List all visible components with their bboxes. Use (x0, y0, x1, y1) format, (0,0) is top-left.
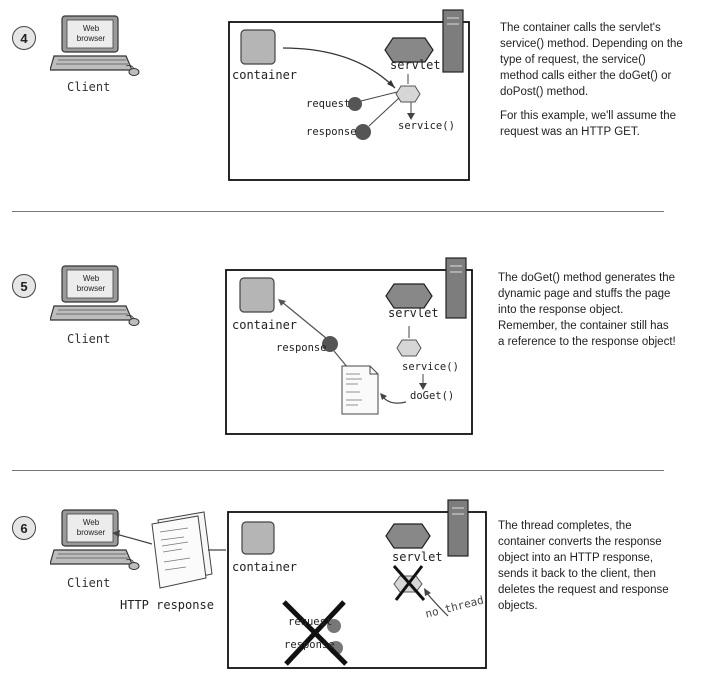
response-label: response (306, 126, 357, 138)
thread-icon (395, 85, 421, 103)
step-6-diagram (227, 499, 487, 669)
step-6-description: The thread completes, the container conv… (498, 518, 676, 622)
description-paragraph: For this example, we'll assume the reque… (500, 110, 677, 138)
request-object (327, 619, 341, 633)
servlet-label: servlet (392, 550, 443, 564)
client-label: Client (67, 80, 111, 94)
description-paragraph: The doGet() method generates the dynamic… (498, 272, 676, 348)
server-tower-icon (445, 257, 467, 319)
step-number: 6 (12, 516, 36, 540)
servlet-icon (385, 283, 433, 309)
cross-out-mark (394, 565, 424, 601)
cross-out-mark (284, 600, 346, 666)
step-number: 5 (12, 274, 36, 298)
step-number: 4 (12, 26, 36, 50)
description-paragraph: The container calls the servlet's servic… (500, 22, 683, 98)
browser-label: Web browser (76, 24, 106, 43)
client-label: Client (67, 332, 111, 346)
browser-label: Web browser (76, 518, 106, 537)
step-5-diagram (225, 257, 473, 435)
container-label: container (232, 318, 298, 332)
container-label: container (232, 68, 298, 82)
divider (12, 211, 664, 212)
server-tower-icon (447, 499, 469, 557)
html-page-icon (341, 365, 379, 415)
response-object (355, 124, 371, 140)
step-4-panel: 4 Web browser Client (0, 0, 714, 205)
response-label: response (284, 639, 335, 651)
service-method-label: service() (398, 120, 455, 132)
thread-icon (396, 339, 422, 357)
client-label: Client (67, 576, 111, 590)
service-method-label: service() (402, 361, 459, 373)
http-response-document-icon (112, 511, 226, 589)
servlet-icon (384, 37, 434, 63)
client-computer-icon (50, 265, 140, 326)
step-5-panel: 5 Web browser Client (0, 240, 714, 440)
doget-method-label: doGet() (410, 390, 455, 402)
call-arrow (282, 47, 396, 89)
servlet-label: servlet (390, 58, 441, 72)
step-4-description: The container calls the servlet's servic… (500, 20, 685, 148)
client-computer-icon (50, 509, 140, 570)
servlet-label: servlet (388, 306, 439, 320)
request-label: request (306, 98, 351, 110)
response-object (322, 336, 338, 352)
step-5-description: The doGet() method generates the dynamic… (498, 270, 676, 358)
description-paragraph: The thread completes, the container conv… (498, 520, 669, 612)
response-label: response (276, 342, 327, 354)
container-label: container (232, 560, 298, 574)
container-icon (241, 521, 275, 555)
server-tower-icon (442, 9, 464, 73)
request-object (348, 97, 362, 111)
request-label: request (288, 616, 333, 628)
http-response-label: HTTP response (120, 598, 214, 612)
container-icon (239, 277, 275, 313)
step-4-diagram (228, 9, 470, 181)
step-6-panel: 6 Web browser Client HTTP response (0, 496, 714, 682)
divider (12, 470, 664, 471)
container-icon (240, 29, 276, 65)
browser-label: Web browser (76, 274, 106, 293)
client-computer-icon (50, 15, 140, 76)
servlet-icon (385, 523, 431, 549)
